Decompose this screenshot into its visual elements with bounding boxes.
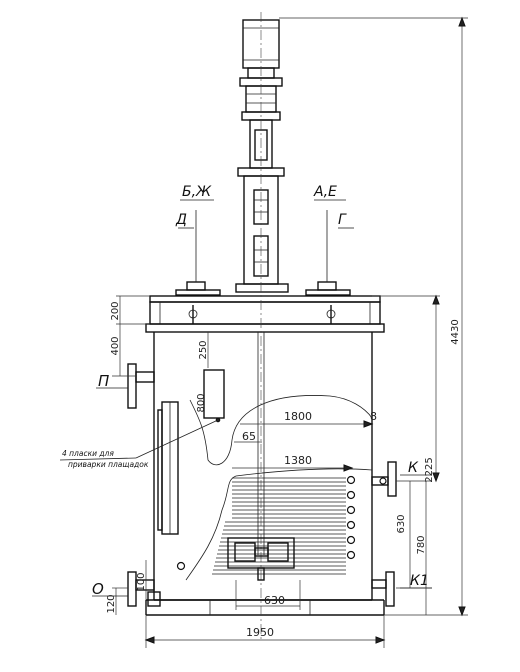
nozzle-p (127, 363, 155, 409)
dim-1950-text: 1950 (246, 626, 274, 639)
label-a-e: А,Е (313, 184, 337, 200)
dim-630-right-text: 630 (396, 514, 407, 533)
note-line-2: приварки плащадок (68, 460, 149, 469)
nozzle-k1 (371, 571, 395, 607)
coil-area (212, 477, 346, 575)
dim-bottom-left: 100 120 (106, 560, 147, 615)
top-nozzles (175, 199, 354, 296)
dim-65-text: 65 (242, 430, 256, 443)
note-line-1: 4 пласки для (62, 449, 114, 458)
dim-780-text: 780 (416, 535, 427, 554)
cover (145, 295, 385, 333)
dim-630-bottom: 630 (235, 580, 301, 610)
label-k1: К1 (410, 573, 429, 589)
dim-800-text: 800 (196, 393, 207, 412)
weld-plates-note: 4 пласки для приварки плащадок (59, 417, 221, 469)
dim-coil-630-780: 630 780 (396, 480, 432, 615)
label-g: Г (338, 212, 347, 228)
dim-window: 250 800 (196, 332, 209, 413)
dim-left-top: 200 400 (110, 295, 150, 377)
vessel-shell (145, 332, 385, 616)
nozzle-o (127, 571, 161, 607)
dim-4430-text: 4430 (450, 319, 461, 344)
label-d: Д (175, 212, 187, 228)
dim-1950: 1950 (144, 615, 386, 648)
label-o: О (92, 580, 104, 598)
dim-1380: 1380 (232, 454, 354, 472)
dim-200-text: 200 (110, 301, 121, 320)
impeller (227, 537, 295, 581)
weld-plates (157, 401, 179, 535)
dim-1380-text: 1380 (284, 454, 312, 467)
sight-glass (203, 369, 225, 419)
dim-100-text: 100 (136, 572, 147, 591)
dim-2225-text: 2225 (424, 457, 435, 482)
dim-8-text: 8 (370, 410, 377, 423)
nozzle-k (371, 461, 397, 497)
cutout-contour (189, 395, 373, 466)
label-p: П (98, 372, 109, 390)
drive-assembly (235, 19, 289, 293)
dim-overall-height: 4430 (279, 16, 468, 617)
label-k: К (408, 460, 419, 476)
dim-1800-text: 1800 (284, 410, 312, 423)
dim-65: 65 (234, 430, 262, 443)
dim-630-bottom-text: 630 (264, 594, 285, 607)
dim-400-text: 400 (110, 336, 121, 355)
dim-120-text: 120 (106, 594, 117, 613)
dim-250-text: 250 (198, 340, 209, 359)
dim-2225: 2225 (372, 294, 440, 483)
label-b-zh: Б,Ж (182, 184, 212, 200)
dim-1800: 1800 8 (240, 410, 377, 428)
coil-turns (176, 475, 356, 571)
